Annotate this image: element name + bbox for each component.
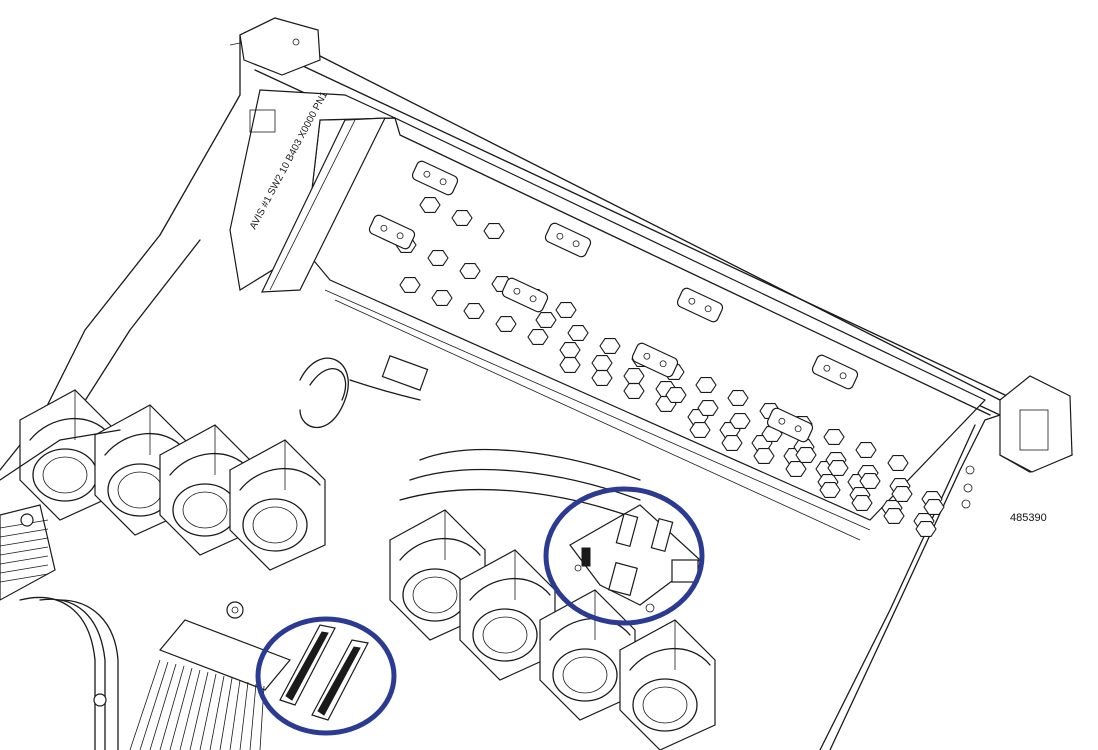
vent-hex	[599, 338, 621, 354]
screw	[823, 364, 831, 372]
standoff-plates	[368, 160, 859, 443]
highlight-circle-right	[543, 486, 705, 626]
vent-hex	[559, 342, 581, 358]
vent-hex	[459, 263, 481, 279]
screw	[572, 240, 580, 248]
vent-hex	[859, 473, 881, 489]
vent-hex	[729, 413, 751, 429]
vent-hex	[495, 316, 517, 332]
screw	[659, 360, 667, 368]
vent-hex	[721, 435, 743, 451]
fan-module	[619, 619, 716, 750]
vent-hex	[727, 390, 749, 406]
vent-hex	[823, 429, 845, 445]
ribbon-line	[219, 677, 233, 750]
vent-hex	[827, 460, 849, 476]
vent-hex	[785, 461, 807, 477]
fan-module	[459, 549, 556, 681]
slot-line	[0, 537, 49, 547]
vent-hex	[795, 447, 817, 463]
ribbon-line	[239, 681, 249, 750]
standoff-plate	[368, 214, 416, 250]
ribbon-line	[149, 663, 177, 750]
vent-hex	[887, 455, 909, 471]
vent-hex	[855, 442, 877, 458]
standoff-plate	[501, 277, 549, 313]
screw	[704, 305, 712, 313]
vent-hex	[527, 329, 549, 345]
screw	[556, 232, 564, 240]
ribbon-line	[139, 661, 169, 750]
vent-hex	[923, 499, 945, 515]
fan-modules	[19, 389, 716, 750]
vent-hex	[463, 303, 485, 319]
fan-module	[229, 439, 326, 571]
vent-hex	[535, 312, 557, 328]
screw	[380, 224, 388, 232]
vent-hex	[915, 521, 937, 537]
screw	[643, 352, 651, 360]
rack-ear-right	[961, 375, 1073, 509]
screw	[423, 170, 431, 178]
screw	[794, 425, 802, 433]
vent-hex	[427, 250, 449, 266]
standoff-plate	[411, 160, 459, 196]
vent-hex	[665, 387, 687, 403]
vent-hex	[623, 368, 645, 384]
standoff-plate	[766, 407, 814, 443]
vent-hex	[591, 355, 613, 371]
standoff-plate	[544, 222, 592, 258]
vent-holes	[395, 197, 945, 537]
ribbon-line	[209, 675, 225, 750]
vent-hex	[591, 370, 613, 386]
vent-hex	[753, 448, 775, 464]
vent-hex	[623, 383, 645, 399]
vent-hex	[483, 223, 505, 239]
slot-line	[0, 564, 49, 574]
slot-line	[0, 573, 49, 583]
rack-ear-left	[239, 17, 321, 76]
ribbon-line	[159, 665, 185, 750]
vent-hex	[695, 377, 717, 393]
vent-hex	[559, 357, 581, 373]
ribbon-line	[199, 673, 217, 750]
standoff-plate	[676, 287, 724, 323]
pcie-slot-pair	[279, 624, 369, 721]
drive-bay-plate	[304, 117, 991, 541]
ribbon-line	[179, 669, 201, 750]
riser-board-connectors	[569, 504, 701, 613]
screw	[839, 372, 847, 380]
vent-hex	[851, 495, 873, 511]
vent-hex	[697, 400, 719, 416]
ribbon-line	[169, 667, 193, 750]
figure-number: 485390	[1010, 512, 1047, 524]
ribbon-line	[189, 671, 209, 750]
ribbon-line	[129, 659, 161, 750]
screw	[513, 287, 521, 295]
vent-hex	[819, 482, 841, 498]
vent-hex	[555, 302, 577, 318]
standoff-plate	[811, 354, 859, 390]
vent-hex	[399, 277, 421, 293]
ribbon-line	[249, 683, 257, 750]
slot-line	[0, 528, 49, 538]
screw	[778, 417, 786, 425]
slot-line	[0, 555, 49, 565]
vent-hex	[431, 290, 453, 306]
screw	[529, 295, 537, 303]
vent-hex	[451, 210, 473, 226]
screw	[439, 178, 447, 186]
vent-hex	[883, 508, 905, 524]
slot-line	[0, 546, 49, 556]
vent-hex	[689, 422, 711, 438]
screw	[688, 297, 696, 305]
standoff-plate	[631, 342, 679, 378]
screw	[396, 232, 404, 240]
ribbon-line	[229, 679, 241, 750]
highlight-circle-left	[255, 616, 397, 736]
vent-hex	[567, 325, 589, 341]
vent-hex	[419, 197, 441, 213]
vent-hex	[891, 486, 913, 502]
